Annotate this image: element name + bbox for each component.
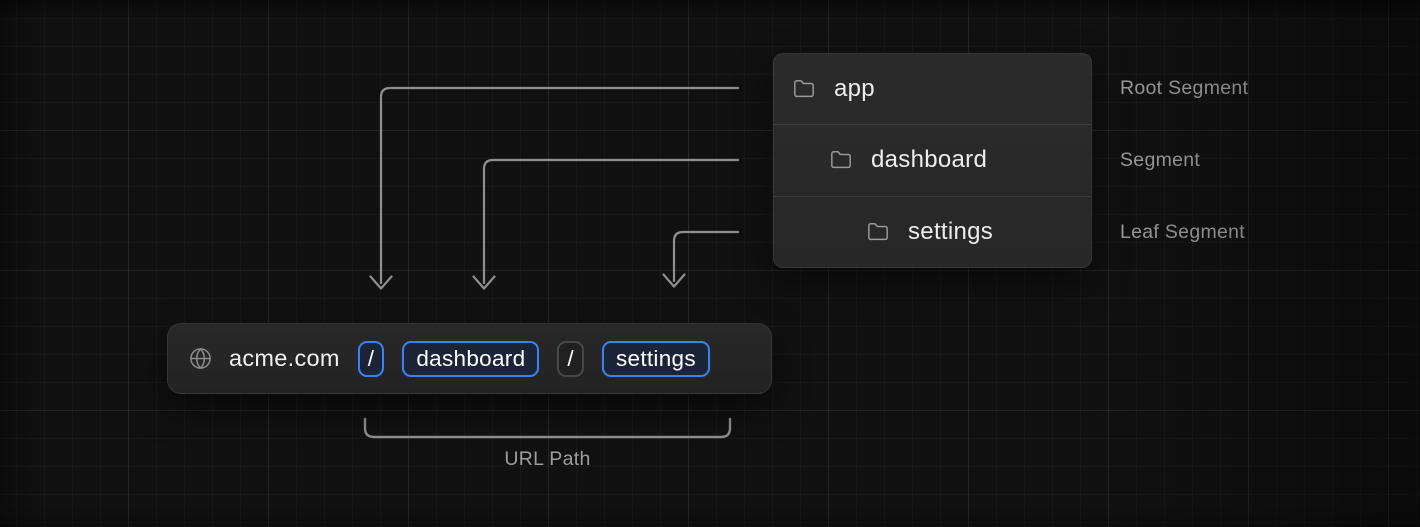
- url-segment-slash-1: /: [357, 340, 385, 377]
- connector-arrow-segment: [472, 158, 740, 290]
- annotation-segment: Segment: [1120, 148, 1201, 171]
- url-path-bracket: [363, 417, 732, 439]
- url-segment-dashboard: dashboard: [402, 340, 540, 377]
- folder-name: dashboard: [871, 146, 988, 174]
- url-segment-settings: settings: [601, 340, 710, 377]
- url-bar: acme.com / dashboard / settings: [167, 323, 772, 394]
- folder-icon: [830, 149, 852, 171]
- file-tree-panel: app dashboard settings: [773, 53, 1092, 268]
- annotation-root-segment: Root Segment: [1120, 76, 1249, 99]
- globe-icon: [189, 347, 212, 370]
- folder-name: app: [834, 75, 875, 103]
- url-segment-slash-2: /: [557, 340, 584, 377]
- tree-row-dashboard: dashboard: [774, 124, 1091, 195]
- folder-name: settings: [908, 217, 994, 245]
- folder-icon: [867, 221, 889, 243]
- folder-icon: [793, 78, 815, 100]
- url-domain: acme.com: [229, 345, 340, 371]
- connector-arrow-root-segment: [369, 86, 740, 290]
- url-path-label: URL Path: [504, 448, 591, 470]
- tree-row-app: app: [774, 54, 1091, 124]
- annotation-leaf-segment: Leaf Segment: [1120, 220, 1246, 243]
- connector-arrow-leaf-segment: [662, 230, 740, 288]
- tree-row-settings: settings: [774, 195, 1091, 267]
